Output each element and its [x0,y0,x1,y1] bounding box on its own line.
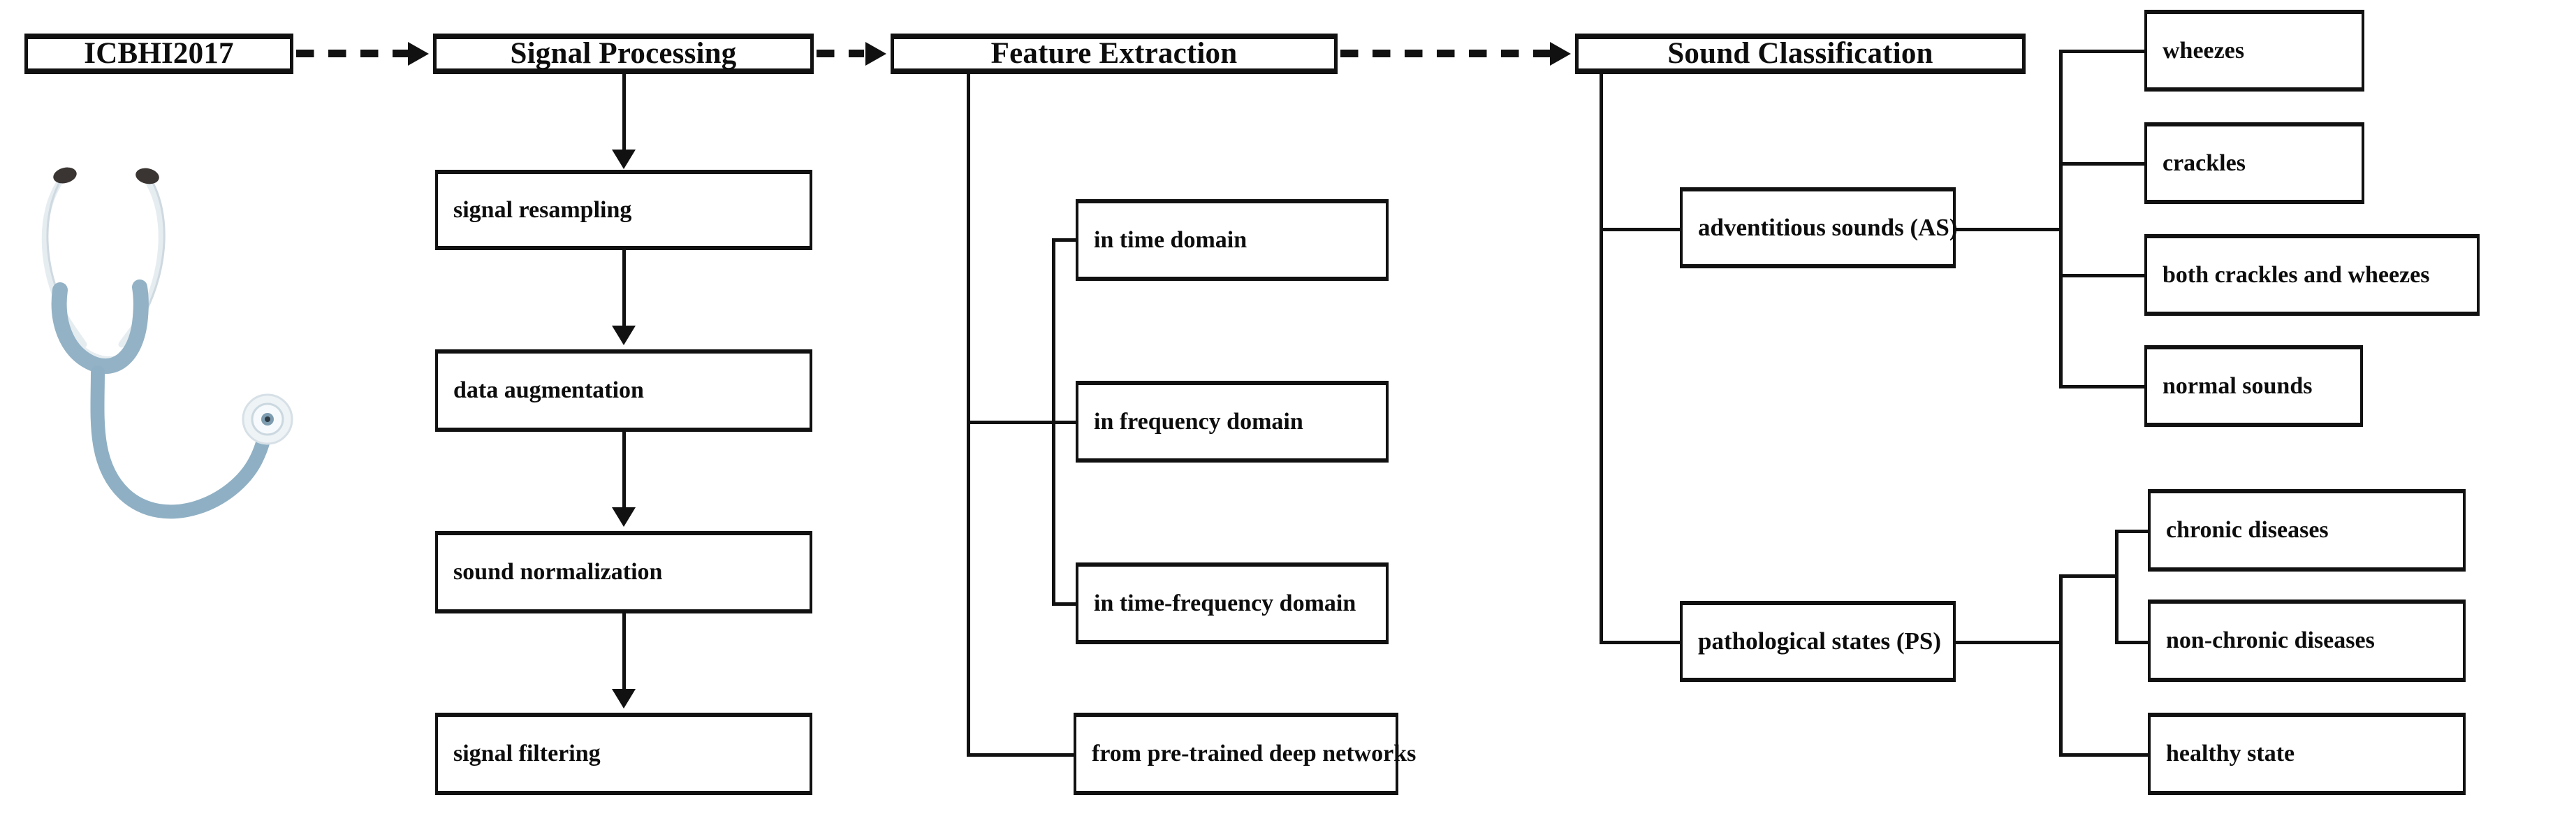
classification-class-both-crackles-and-wheezes[interactable]: both crackles and wheezes [2144,234,2480,316]
feature-type-in-frequency-domain[interactable]: in frequency domain [1076,381,1389,463]
feature-type-in-time-domain[interactable]: in time domain [1076,199,1389,281]
classification-class-wheezes-label: wheezes [2162,37,2245,64]
connector-feature-bus-v [1052,238,1055,605]
classification-class-wheezes[interactable]: wheezes [2144,10,2364,92]
connector-ps-bus-v-outer [2059,574,2063,755]
connector-feature-to-pretrained [967,753,1076,757]
arrow-right-icon [408,42,429,66]
arrow-down-icon [612,507,636,527]
classification-class-normal-sounds-label: normal sounds [2162,372,2313,399]
feature-type-in-time-domain-label: in time domain [1094,226,1247,253]
connector-classification-stem [1600,74,1603,643]
signal-step-signal-filtering[interactable]: signal filtering [435,713,812,795]
connector-ps-to-nonchronic [2115,641,2150,644]
signal-step-sound-normalization[interactable]: sound normalization [435,531,812,613]
classification-class-crackles[interactable]: crackles [2144,122,2364,204]
classification-class-non-chronic-diseases[interactable]: non-chronic diseases [2148,600,2466,682]
stage-signal-processing-label: Signal Processing [510,37,737,71]
arrow-down-icon [612,326,636,345]
stage-signal-processing[interactable]: Signal Processing [433,34,814,74]
connector-as-to-wheezes [2059,50,2147,53]
signal-step-data-augmentation-label: data augmentation [453,377,644,404]
connector-feature-to-timefreq [1052,602,1080,606]
connector-step1-to-step2 [622,250,626,327]
classification-class-healthy-state[interactable]: healthy state [2148,713,2466,795]
classification-class-both-crackles-and-wheezes-label: both crackles and wheezes [2162,261,2430,288]
classification-group-adventitious-sounds[interactable]: adventitious sounds (AS) [1680,187,1958,268]
connector-ps-bus-top [2059,574,2118,578]
arrow-down-icon [612,150,636,169]
classification-group-pathological-states-label: pathological states (PS) [1698,627,1942,655]
flow-connector-dataset-to-signal [296,50,408,57]
signal-step-signal-filtering-label: signal filtering [453,741,601,767]
arrow-right-icon [865,42,886,66]
stage-feature-extraction-label: Feature Extraction [990,37,1238,71]
signal-step-signal-resampling-label: signal resampling [453,196,632,223]
connector-ps-to-chronic [2115,530,2150,533]
connector-classification-to-as [1600,228,1682,231]
connector-ps-bus-h [1956,641,2062,644]
feature-type-from-pre-trained-deep-networks-label: from pre-trained deep networks [1092,741,1417,767]
classification-class-healthy-state-label: healthy state [2166,741,2295,767]
stage-sound-classification[interactable]: Sound Classification [1575,34,2026,74]
classification-group-adventitious-sounds-label: adventitious sounds (AS) [1698,213,1958,241]
stage-dataset-label: ICBHI2017 [84,37,234,71]
connector-step3-to-step4 [622,613,626,690]
classification-class-non-chronic-diseases-label: non-chronic diseases [2166,627,2375,654]
connector-ps-to-healthy [2059,753,2150,757]
signal-step-signal-resampling[interactable]: signal resampling [435,170,812,250]
connector-as-to-crackles [2059,162,2147,166]
signal-step-sound-normalization-label: sound normalization [453,559,663,586]
feature-type-in-time-frequency-domain-label: in time-frequency domain [1094,590,1356,616]
connector-step2-to-step3 [622,432,626,509]
feature-type-from-pre-trained-deep-networks[interactable]: from pre-trained deep networks [1074,713,1416,795]
classification-group-pathological-states[interactable]: pathological states (PS) [1680,601,1956,682]
arrow-right-icon [1550,42,1571,66]
connector-as-to-normal [2059,385,2147,388]
stethoscope-icon [20,150,383,542]
stage-feature-extraction[interactable]: Feature Extraction [891,34,1338,74]
connector-as-bus-h [1956,228,2062,231]
connector-as-to-both [2059,274,2147,277]
stage-sound-classification-label: Sound Classification [1667,37,1933,71]
connector-feature-bus-h [967,421,1078,424]
signal-step-data-augmentation[interactable]: data augmentation [435,349,812,432]
arrow-down-icon [612,689,636,709]
classification-class-chronic-diseases[interactable]: chronic diseases [2148,489,2466,572]
flow-connector-signal-to-feature [817,50,864,57]
connector-feature-to-time [1052,238,1080,242]
stage-dataset[interactable]: ICBHI2017 [24,34,293,74]
connector-classification-to-ps [1600,641,1682,644]
feature-type-in-frequency-domain-label: in frequency domain [1094,408,1303,435]
feature-type-in-time-frequency-domain[interactable]: in time-frequency domain [1076,562,1389,644]
classification-class-normal-sounds[interactable]: normal sounds [2144,345,2363,427]
connector-signal-stem [622,74,626,151]
connector-as-bus-v [2059,50,2063,388]
classification-class-crackles-label: crackles [2162,150,2246,176]
classification-class-chronic-diseases-label: chronic diseases [2166,517,2329,544]
flow-connector-feature-to-classification [1340,50,1550,57]
connector-feature-stem [967,74,970,756]
connector-ps-bus-v-inner [2115,530,2118,644]
